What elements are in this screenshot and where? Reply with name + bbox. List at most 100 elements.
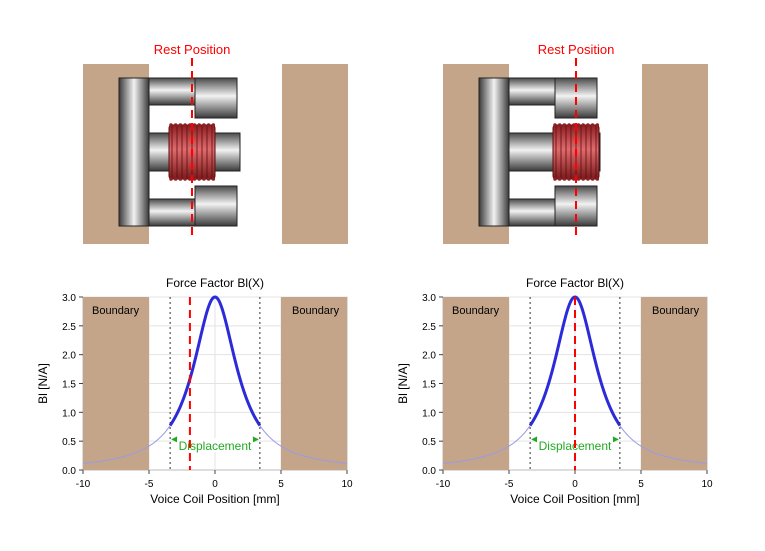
coil-wire-dot (567, 177, 571, 181)
coil-wire-dot (202, 177, 206, 181)
magnet-bottom-arm (508, 198, 556, 227)
x-axis-label: Voice Coil Position [mm] (150, 492, 279, 506)
coil-wire-dot (206, 123, 211, 127)
motor-diagram: Rest Position (443, 42, 708, 244)
chart-title: Force Factor Bl(X) (526, 276, 624, 290)
coil-wire-dot (553, 123, 557, 127)
coil-wire-dot (586, 177, 590, 181)
coil-wire-dot (183, 177, 187, 181)
coil-wire-dot (590, 177, 595, 181)
pole-piece-bottom (194, 185, 238, 227)
force-factor-chart: BoundaryBoundaryDisplacement-10-505100.0… (396, 276, 713, 506)
x-tick-label: -5 (145, 479, 154, 490)
y-tick-label: 3.0 (62, 293, 76, 304)
rest-position-label: Rest Position (154, 42, 231, 57)
y-tick-label: 2.5 (422, 322, 436, 333)
x-tick-label: 0 (212, 479, 218, 490)
boundary-label-left: Boundary (92, 305, 140, 317)
coil-wire-dot (572, 123, 576, 127)
x-tick-label: -10 (76, 479, 91, 490)
coil-wire-dot (562, 177, 567, 181)
magnet-top-arm (508, 77, 556, 106)
coil-wire-dot (178, 177, 183, 181)
boundary-block-right (642, 64, 708, 244)
boundary-region-left (443, 297, 509, 470)
y-tick-label: 0.0 (422, 466, 436, 477)
y-tick-label: 3.0 (422, 293, 436, 304)
boundary-region-right (281, 297, 347, 470)
coil-wire-dot (169, 123, 173, 127)
coil-wire-dot (576, 177, 581, 181)
x-tick-label: 5 (278, 479, 284, 490)
coil-wire-dot (178, 123, 183, 127)
coil-wire-dot (572, 177, 576, 181)
y-tick-label: 1.0 (62, 408, 76, 419)
pole-piece-top (194, 77, 238, 119)
coil-wire-dot (590, 123, 595, 127)
x-tick-label: 5 (638, 479, 644, 490)
displacement-label-bg (177, 438, 253, 453)
coil-wire-dot (562, 123, 567, 127)
boundary-label-right: Boundary (292, 305, 340, 317)
coil-wire-dot (567, 123, 571, 127)
x-tick-label: -5 (505, 479, 514, 490)
motor-diagram: Rest Position (83, 42, 348, 244)
rest-position-label: Rest Position (538, 42, 615, 57)
x-tick-label: 10 (701, 479, 713, 490)
y-tick-label: 0.5 (62, 437, 76, 448)
bl-curve-main (168, 295, 262, 427)
displacement-label: Displacement (179, 439, 252, 453)
x-tick-label: 0 (572, 479, 578, 490)
coil-wire-dot (192, 177, 197, 181)
chart-title: Force Factor Bl(X) (166, 276, 264, 290)
coil-wire-dot (581, 177, 585, 181)
y-tick-label: 2.0 (422, 351, 436, 362)
boundary-block-right (282, 64, 348, 244)
displacement-arrow-head-right (612, 436, 619, 443)
coil-wire-dot (173, 123, 178, 127)
panel-2: Rest PositionBoundaryBoundaryDisplacemen… (396, 42, 713, 506)
coil-wire-dot (595, 177, 600, 181)
coil-wire-dot (202, 123, 206, 127)
boundary-region-right (641, 297, 707, 470)
coil-wire-dot (211, 177, 216, 181)
bl-curve-tail-left (82, 425, 171, 464)
x-tick-label: 10 (341, 479, 353, 490)
x-axis-label: Voice Coil Position [mm] (510, 492, 639, 506)
y-tick-label: 1.0 (422, 408, 436, 419)
bl-curve-tail-right (619, 425, 708, 464)
coil-wire-dot (192, 123, 197, 127)
coil-wire-dot (169, 177, 173, 181)
magnet-top-arm (148, 77, 196, 106)
coil-wire-dot (595, 123, 600, 127)
coil-wire-dot (173, 177, 178, 181)
coil-wire-dot (557, 123, 562, 127)
coil-wire-dot (188, 123, 192, 127)
coil-wire-dot (197, 177, 201, 181)
coil-wire-dot (197, 123, 201, 127)
y-tick-label: 2.0 (62, 351, 76, 362)
coil-wire-dot (586, 123, 590, 127)
y-tick-label: 2.5 (62, 322, 76, 333)
coil-wire-dot (581, 123, 585, 127)
boundary-label-left: Boundary (452, 305, 500, 317)
coil-wire-dot (576, 123, 581, 127)
y-axis-label: Bl [N/A] (36, 363, 50, 404)
displacement-arrow-head-right (252, 436, 259, 443)
bl-curve-tail-right (259, 425, 348, 464)
coil-wire-dot (557, 177, 562, 181)
bl-curve-tail-left (442, 425, 531, 464)
coil-wire-dot (188, 177, 192, 181)
magnet-bottom-arm (148, 198, 196, 227)
displacement-arrow-head-left (171, 436, 178, 443)
coil-wire-dot (553, 177, 557, 181)
coil-wire-dot (183, 123, 187, 127)
y-tick-label: 0.0 (62, 466, 76, 477)
coil-wire-dot (211, 123, 216, 127)
y-tick-label: 0.5 (422, 437, 436, 448)
magnet-back-plate (118, 77, 150, 227)
boundary-label-right: Boundary (652, 305, 700, 317)
